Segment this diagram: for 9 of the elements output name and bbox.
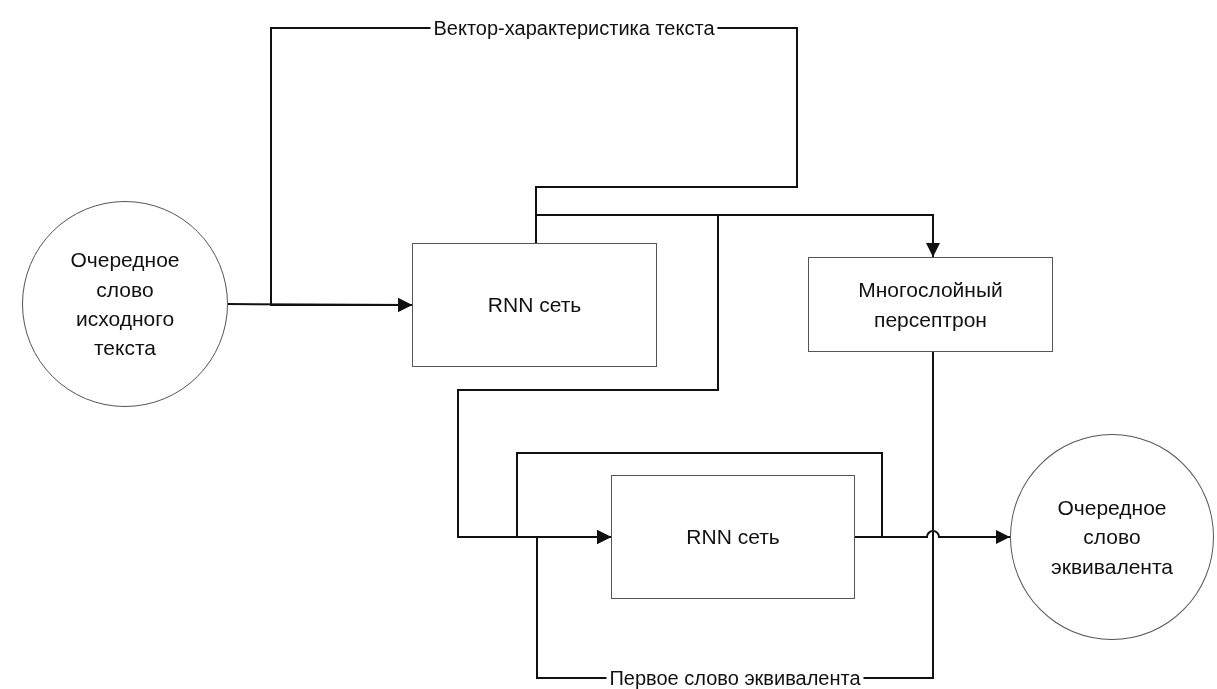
process-box [808, 257, 1053, 352]
node-label: Многослойный персептрон [857, 277, 1004, 333]
node-label: RNN сеть [487, 292, 582, 319]
process-box [611, 475, 855, 599]
connector-arrow [854, 530, 1011, 544]
node-label: RNN сеть [686, 524, 780, 551]
node-label: Очередное слово эквивалента [1050, 494, 1174, 580]
node-label: Очередное слово исходного текста [69, 247, 181, 362]
process-box [412, 243, 657, 367]
